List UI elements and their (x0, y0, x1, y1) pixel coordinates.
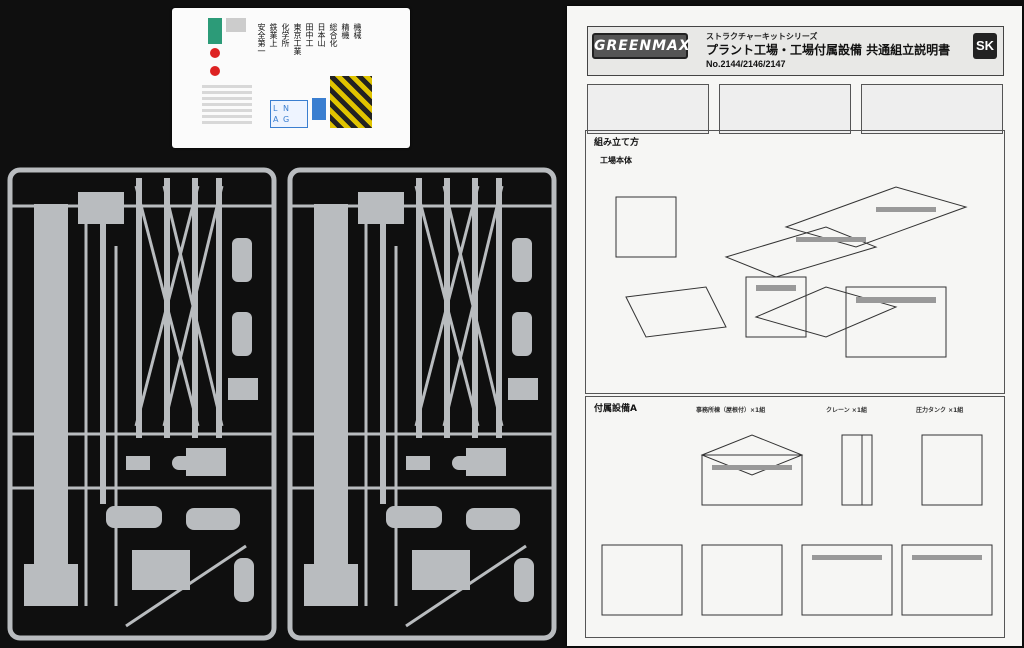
brand-logo: GREENMAX (592, 33, 690, 59)
decal-tag: A (273, 115, 279, 124)
accessory-heading: 付属設備A (594, 404, 637, 414)
parts-sprue-left (7, 167, 277, 641)
decal-green-strip (208, 18, 222, 44)
decal-text: 日本山 (317, 23, 326, 47)
tank-label: 圧力タンク ×1組 (916, 407, 964, 414)
decal-tag: N (283, 104, 289, 113)
decal-tag: L (273, 104, 278, 113)
series-name: ストラクチャーキットシリーズ (706, 32, 818, 41)
decal-sheet: 安全第一 鉄業上 化学所 東京工業 田中工 日本山 総合化 精機 機械 L N … (172, 8, 410, 148)
assembly-section: 組み立て方 工場本体 (585, 130, 1005, 394)
decal-tag: G (283, 115, 290, 124)
decal-signs-grid (202, 84, 252, 124)
sheet-title: プラント工場・工場付属設備 共通組立説明書 (706, 43, 951, 57)
accessory-diagram (601, 434, 993, 616)
decal-text: 田中工 (305, 23, 314, 47)
parts-sprue-right (287, 167, 557, 641)
decal-text: 化学所 (281, 23, 290, 47)
factory-heading: 工場本体 (600, 156, 632, 165)
office-label: 事務所棟（屋根付）×1組 (696, 407, 766, 414)
decal-blue-panel: L N A G (270, 100, 308, 128)
notice-block (719, 84, 851, 134)
decal-text: 東京工業 (293, 23, 302, 55)
decal-text: 精機 (341, 23, 350, 39)
decal-text: 機械 (353, 23, 362, 39)
factory-diagram (615, 186, 968, 358)
notice-block (861, 84, 1003, 134)
sk-badge: SK (973, 33, 997, 59)
notice-block (587, 84, 709, 134)
crane-label: クレーン ×1組 (826, 407, 867, 414)
chimney-part (34, 204, 68, 564)
decal-red-circle (210, 66, 220, 76)
instruction-sheet: GREENMAX ストラクチャーキットシリーズ プラント工場・工場付属設備 共通… (567, 6, 1022, 646)
decal-text: 安全第一 (257, 23, 266, 55)
accessory-section: 付属設備A 事務所棟（屋根付）×1組 クレーン ×1組 圧力タンク ×1組 (585, 396, 1005, 638)
decal-red-circle (210, 48, 220, 58)
decal-text: 総合化 (329, 23, 338, 47)
product-number: No.2144/2146/2147 (706, 59, 786, 69)
chimney-part (314, 204, 348, 564)
decal-text: 鉄業上 (269, 23, 278, 47)
decal-sign (226, 18, 246, 32)
sheet-header: GREENMAX ストラクチャーキットシリーズ プラント工場・工場付属設備 共通… (587, 26, 1004, 76)
decal-hazard-stripes (330, 76, 372, 128)
decal-kanji-area: 安全第一 鉄業上 化学所 東京工業 田中工 日本山 総合化 精機 機械 (257, 23, 367, 98)
decal-blue-stripe (312, 98, 326, 120)
assembly-heading: 組み立て方 (594, 138, 640, 148)
